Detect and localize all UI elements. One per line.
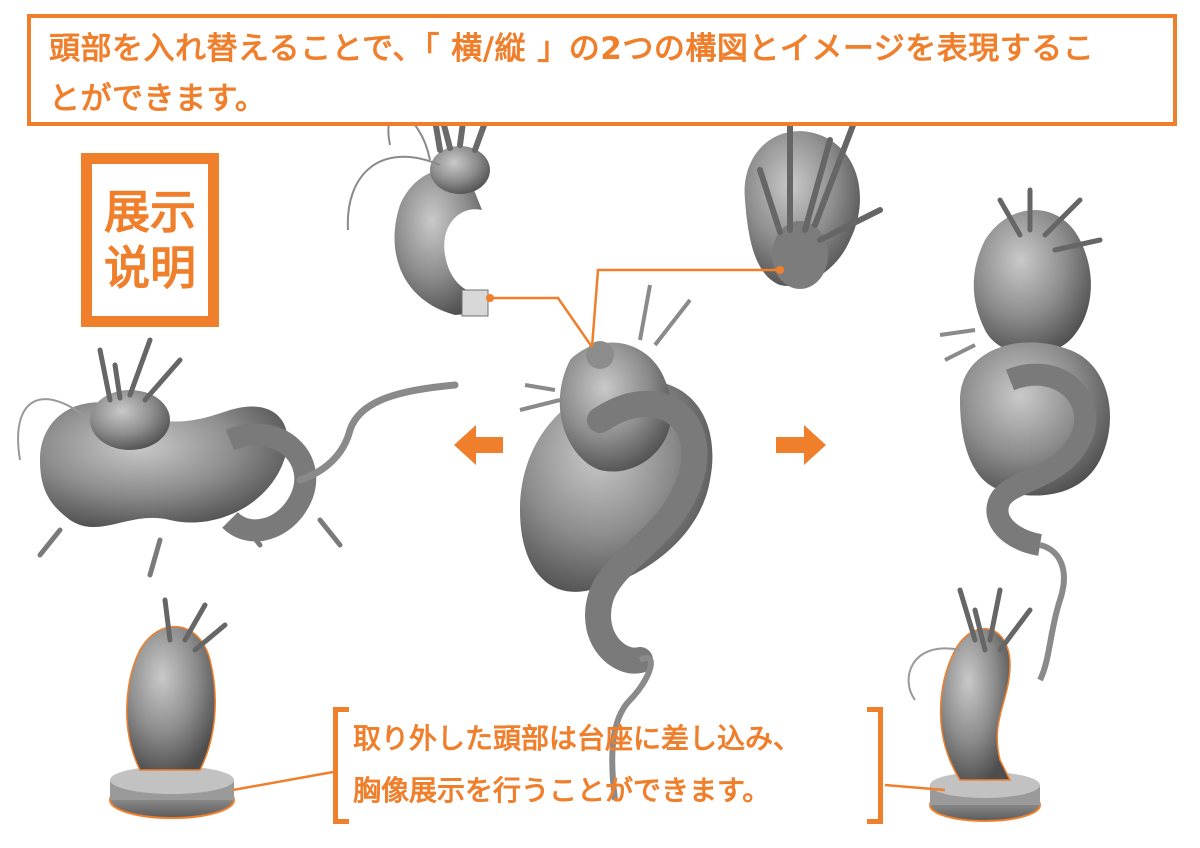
header-caption-line-2: とができます。: [49, 81, 267, 117]
dragon-vertical: [939, 187, 1110, 682]
bust-left-on-base: [109, 597, 235, 819]
header-caption-line-1: 頭部を入れ替えることで、「 横/縦 」の2つの構図とイメージを表現するこ: [49, 31, 1095, 67]
dragon-center-coiled: [519, 284, 713, 801]
arrow-left-icon: [454, 425, 503, 465]
badge-line-1: 展示: [104, 185, 196, 239]
footer-caption-box: 取り外した頭部は台座に差し込み、 胸像展示を行うことができます。: [333, 707, 883, 824]
arrow-right-icon: [776, 425, 826, 465]
bust-right-on-base: [907, 587, 1041, 822]
header-caption: 頭部を入れ替えることで、「 横/縦 」の2つの構図とイメージを表現するこ とがで…: [49, 24, 1174, 124]
footer-caption-line-1: 取り外した頭部は台座に差し込み、: [353, 722, 802, 755]
header-caption-box: 頭部を入れ替えることで、「 横/縦 」の2つの構図とイメージを表現するこ とがで…: [27, 14, 1177, 126]
footer-caption: 取り外した頭部は台座に差し込み、 胸像展示を行うことができます。: [353, 713, 873, 817]
display-notes-badge: 展示 说明: [81, 153, 219, 327]
dragon-horizontal: [17, 337, 459, 578]
leader-lines: [232, 268, 946, 792]
badge-line-2: 说明: [104, 241, 196, 295]
head-horizontal-detached: [346, 67, 498, 317]
display-notes-badge-inner: 展示 说明: [92, 164, 208, 316]
left-bracket: [333, 707, 349, 824]
footer-caption-line-2: 胸像展示を行うことができます。: [353, 774, 771, 807]
head-vertical-detached: [744, 107, 883, 289]
right-bracket: [867, 707, 883, 824]
